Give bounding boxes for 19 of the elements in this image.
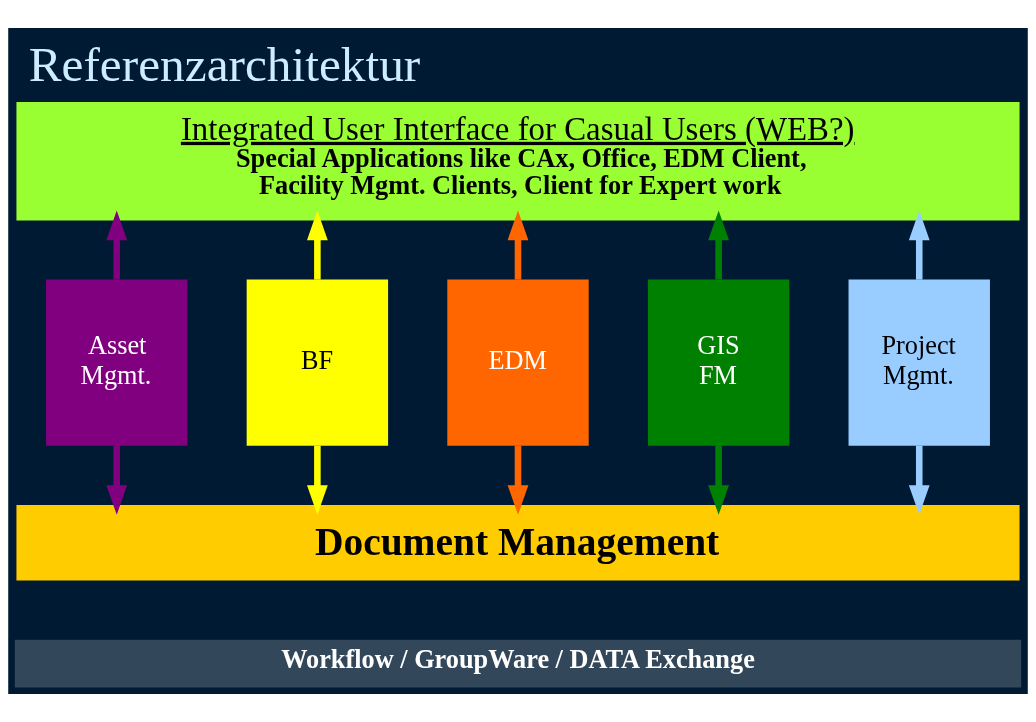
node-box: Project Mgmt. bbox=[848, 279, 990, 446]
arrow bbox=[708, 210, 729, 280]
node-box: Asset Mgmt. bbox=[46, 279, 188, 446]
diagram-title: Referenzarchitektur bbox=[28, 36, 421, 92]
arrow bbox=[908, 210, 930, 280]
node-box: Workflow / GroupWare / DATA Exchange bbox=[14, 639, 1022, 688]
node-box: Integrated User Interface for Casual Users (WEB?) Special Applications like CAx, Office, EDM Client, Facility Mgmt. Clients, Client for Expert work bbox=[16, 102, 1020, 221]
node-box: Document Management bbox=[16, 504, 1020, 581]
node-box: EDM bbox=[447, 279, 589, 446]
node-box: BF bbox=[246, 279, 389, 446]
arrow bbox=[507, 210, 529, 280]
arrow bbox=[307, 210, 328, 280]
arrow bbox=[106, 445, 128, 515]
arrow bbox=[307, 445, 328, 515]
node-box: GIS FM bbox=[647, 279, 790, 446]
arrow bbox=[507, 445, 529, 515]
arrow bbox=[708, 445, 729, 515]
arrow bbox=[106, 210, 128, 280]
arrow bbox=[908, 445, 930, 515]
